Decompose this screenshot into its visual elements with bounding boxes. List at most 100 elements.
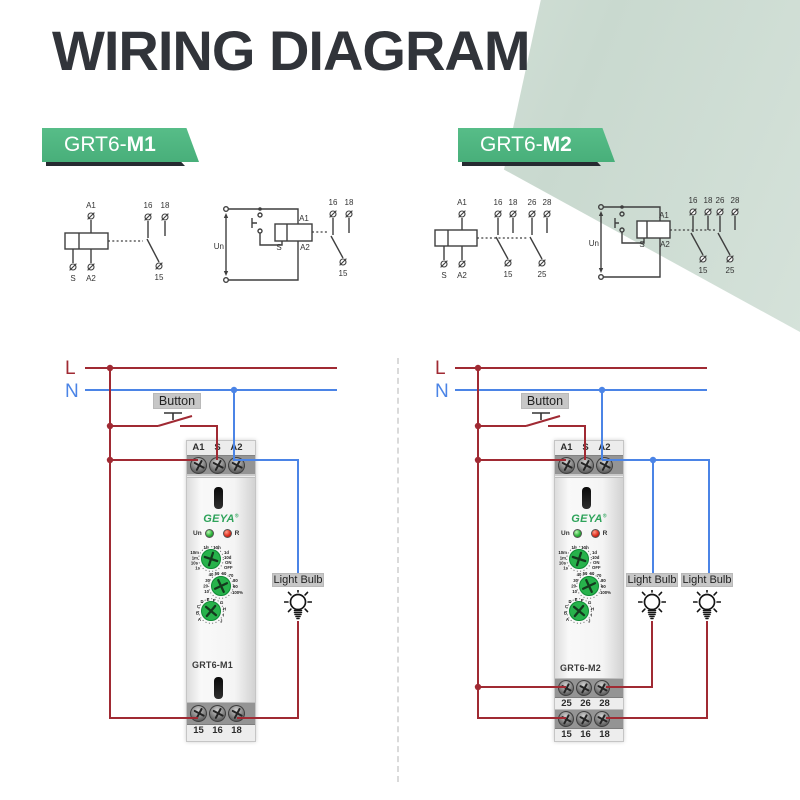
dial-label: F xyxy=(581,598,584,603)
un-led-label: Un xyxy=(561,530,570,537)
terminal-label: A2 xyxy=(598,442,611,453)
terminal-label: S xyxy=(276,243,281,252)
terminal-label: 16 xyxy=(689,196,698,205)
terminal-label: 18 xyxy=(231,725,242,736)
dial-label: ON xyxy=(225,560,231,565)
terminal-label: 18 xyxy=(599,729,610,740)
relay-device-grt6-m1: A1 S A2 GEYA® Un R xyxy=(186,440,256,742)
percentage-knob[interactable] xyxy=(576,573,602,599)
dial-label: 90 xyxy=(233,584,238,589)
terminal-icon xyxy=(87,212,95,220)
terminal-label: S xyxy=(639,240,644,249)
terminal-label: S xyxy=(70,274,75,283)
terminal-label: A2 xyxy=(660,240,670,249)
dial-label: 20 xyxy=(571,584,576,589)
wiring-section-m2: L N Button Light Bulb Light Bulb xyxy=(430,355,790,785)
function-knob[interactable] xyxy=(566,598,592,624)
button-symbol xyxy=(614,218,619,228)
terminal-label: 28 xyxy=(543,198,552,207)
status-leds: Un R xyxy=(193,529,239,538)
terminal-label: A2 xyxy=(300,243,310,252)
terminal-icon xyxy=(538,259,546,267)
terminal-icon xyxy=(69,263,77,271)
supply-label: Un xyxy=(214,242,224,251)
dial-label: C xyxy=(197,604,200,609)
dial-label: 80 xyxy=(233,578,238,583)
dial-label: A xyxy=(198,617,201,622)
terminal-icon xyxy=(440,260,448,268)
dial-label: B xyxy=(564,611,567,616)
terminal-label: 28 xyxy=(731,196,740,205)
terminal-icon xyxy=(161,213,169,221)
relay-led xyxy=(222,529,232,538)
din-slot xyxy=(214,487,223,509)
terminal-label: 18 xyxy=(161,201,170,210)
time-range-knob[interactable] xyxy=(566,546,592,572)
terminal-icon xyxy=(689,208,697,216)
dial-label: 1m xyxy=(192,556,198,561)
terminal-label: 18 xyxy=(509,198,518,207)
terminal-label: 16 xyxy=(580,729,591,740)
time-range-knob[interactable] xyxy=(198,546,224,572)
button-blade xyxy=(157,415,193,427)
dial-label: 40 xyxy=(577,572,582,577)
dial-label: F xyxy=(213,598,216,603)
top-terminal-block: A1 S A2 xyxy=(555,441,623,478)
terminal-icon xyxy=(731,208,739,216)
dial-label: 10s xyxy=(559,561,567,566)
percentage-knob[interactable] xyxy=(208,573,234,599)
brand-logo: GEYA® xyxy=(571,513,607,525)
relay-device-grt6-m2: A1 S A2 GEYA® Un R xyxy=(554,440,624,742)
terminal-label: A1 xyxy=(192,442,205,453)
terminal-label: 26 xyxy=(528,198,537,207)
light-bulb-icon xyxy=(284,590,312,620)
terminal-label: 15 xyxy=(504,270,513,279)
terminal-label: A1 xyxy=(457,198,467,207)
a2-bulb-wire xyxy=(602,459,710,573)
wiring-section-m1: L N Button Light Bulb A1 xyxy=(60,355,400,785)
dial-label: 60 xyxy=(590,571,595,576)
dial-label: 80 xyxy=(601,578,606,583)
terminal-icon xyxy=(528,210,536,218)
dial-label: 10 xyxy=(204,589,209,594)
terminal-label: A2 xyxy=(230,442,243,453)
function-knob[interactable] xyxy=(198,598,224,624)
live-drop-wire xyxy=(477,368,566,719)
schematic-m2-relay: A1 S A2 16 18 26 28 15 25 xyxy=(434,198,552,280)
terminal-icon xyxy=(87,263,95,271)
terminal-label: 25 xyxy=(538,270,547,279)
terminal-icon xyxy=(716,208,724,216)
brand-logo: GEYA® xyxy=(203,513,239,525)
terminal-label: 15 xyxy=(339,269,348,278)
dial-label: 1s xyxy=(563,566,568,571)
neutral-line-label: N xyxy=(65,381,79,402)
terminal-icon xyxy=(704,208,712,216)
dial-label: 50 xyxy=(583,571,588,576)
terminal-label: S xyxy=(441,271,446,280)
dial-label: J xyxy=(220,619,223,624)
dial-label: 10h xyxy=(213,545,221,550)
s-wire xyxy=(180,425,218,460)
dial-label: 70 xyxy=(597,573,602,578)
page-title: WIRING DIAGRAM xyxy=(52,19,531,82)
dial-label: 1d xyxy=(592,550,597,555)
terminal-icon xyxy=(699,255,707,263)
terminal-icon xyxy=(726,255,734,263)
dial-label: H xyxy=(223,607,226,612)
r-led-label: R xyxy=(602,530,608,537)
schematic-m1-relay: A1 S A2 16 18 15 xyxy=(64,201,170,283)
button-actuator xyxy=(532,412,550,420)
terminal-label: A1 xyxy=(299,214,309,223)
dial-label: 1m xyxy=(560,556,566,561)
dial-label: 30 xyxy=(573,578,578,583)
neutral-line-label: N xyxy=(435,381,449,402)
dial-label: C xyxy=(565,604,568,609)
dial-label: 30 xyxy=(205,578,210,583)
live-line-label: L xyxy=(435,358,446,379)
terminal-label: 15 xyxy=(155,273,164,282)
dial-label: 10s xyxy=(191,561,199,566)
terminal-icon xyxy=(144,213,152,221)
terminal-label: 28 xyxy=(599,698,610,709)
live-drop-wire xyxy=(109,368,198,719)
bottom-terminal-block-15-16-18: 15 16 18 xyxy=(555,708,623,741)
